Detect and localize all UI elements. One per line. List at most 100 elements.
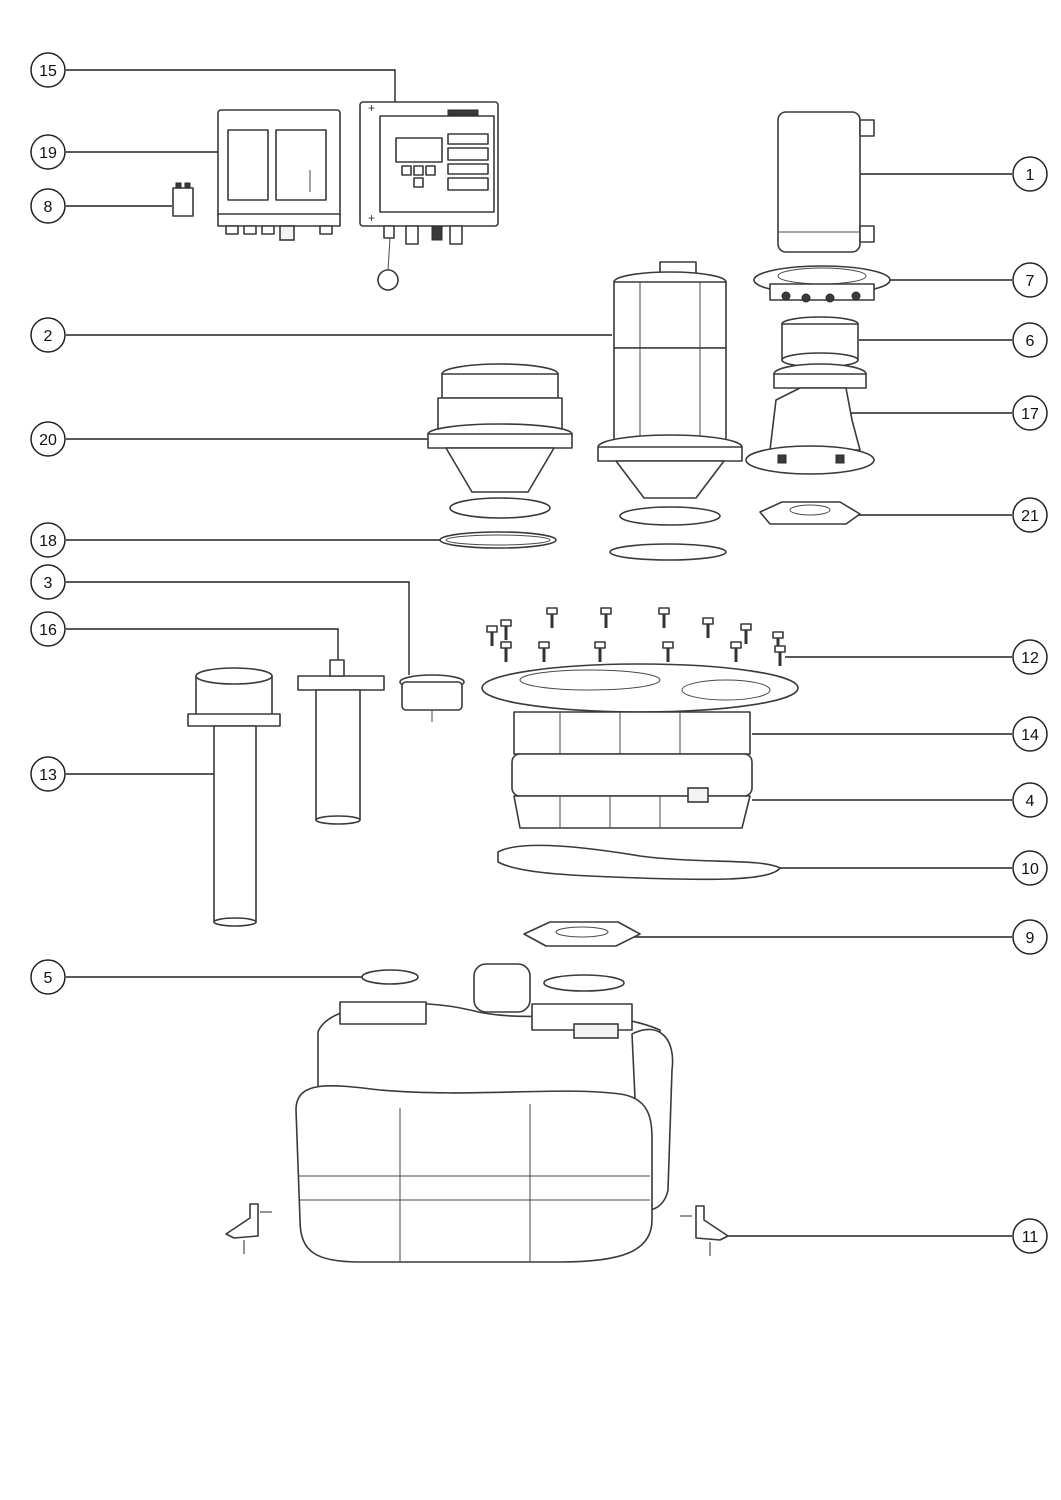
callout-label: 13	[39, 767, 57, 784]
callout-circle	[1012, 919, 1048, 955]
callout-label: 7	[1026, 273, 1035, 290]
callout-label: 8	[44, 199, 53, 216]
part-19-junction-box	[217, 109, 341, 241]
callout-label: 10	[1021, 861, 1039, 878]
callout-circle	[30, 522, 66, 558]
callout-circle	[1012, 782, 1048, 818]
callout-circle	[30, 188, 66, 224]
part-18-o-ring	[439, 531, 557, 549]
callout-label: 4	[1026, 793, 1035, 810]
callout-circle	[30, 564, 66, 600]
callout-2: 2	[30, 317, 66, 353]
collection-tank	[295, 963, 674, 1263]
leader-16	[66, 628, 339, 660]
screw	[774, 645, 786, 666]
callout-circle	[1012, 850, 1048, 886]
callout-10: 10	[1012, 850, 1048, 886]
callout-6: 6	[1012, 322, 1048, 358]
callout-label: 14	[1021, 727, 1039, 744]
svg-text:+: +	[368, 101, 375, 115]
callout-circle	[30, 317, 66, 353]
callout-circle	[1012, 639, 1048, 675]
callout-14: 14	[1012, 716, 1048, 752]
part-16-short-pipe	[297, 659, 385, 825]
callout-label: 21	[1021, 508, 1039, 525]
callout-label: 15	[39, 63, 57, 80]
callout-circle	[1012, 497, 1048, 533]
callout-circle	[30, 756, 66, 792]
callout-label: 9	[1026, 930, 1035, 947]
part-11-brackets	[225, 1203, 729, 1256]
callout-21: 21	[1012, 497, 1048, 533]
screw	[658, 607, 670, 628]
callout-circle	[30, 959, 66, 995]
part-21-small-flange	[759, 501, 861, 525]
callout-label: 19	[39, 145, 57, 162]
part-15-control-unit: + +	[359, 101, 499, 291]
callout-18: 18	[30, 522, 66, 558]
callout-circle	[30, 52, 66, 88]
callout-label: 2	[44, 328, 53, 345]
leader-17	[850, 412, 1012, 425]
part-6-coupling	[781, 316, 859, 368]
callout-label: 16	[39, 622, 57, 639]
screw	[594, 641, 606, 662]
part-4-pump-body	[511, 753, 753, 829]
callout-16: 16	[30, 611, 66, 647]
callout-circle	[1012, 716, 1048, 752]
callout-7: 7	[1012, 262, 1048, 298]
callout-15: 15	[30, 52, 66, 88]
screw	[546, 607, 558, 628]
callout-circle	[1012, 322, 1048, 358]
part-20-small-pump	[427, 363, 573, 519]
callout-20: 20	[30, 421, 66, 457]
part-8-battery	[172, 182, 194, 217]
leader-15	[66, 69, 396, 104]
part-9-plate	[523, 921, 641, 947]
callout-label: 18	[39, 533, 57, 550]
callout-3: 3	[30, 564, 66, 600]
callout-8: 8	[30, 188, 66, 224]
part-14-upper-housing	[481, 663, 799, 755]
callout-label: 6	[1026, 333, 1035, 350]
screw	[730, 641, 742, 662]
callout-circle	[30, 134, 66, 170]
callout-9: 9	[1012, 919, 1048, 955]
callout-17: 17	[1012, 395, 1048, 431]
callout-circle	[30, 611, 66, 647]
callout-circle	[1012, 262, 1048, 298]
screw	[500, 619, 512, 640]
callout-5: 5	[30, 959, 66, 995]
callout-circle	[1012, 395, 1048, 431]
callout-label: 1	[1026, 167, 1035, 184]
part-17-check-valve	[745, 363, 875, 475]
callout-label: 20	[39, 432, 57, 449]
callout-label: 12	[1021, 650, 1039, 667]
part-3-cap	[399, 674, 465, 722]
callout-circle	[30, 421, 66, 457]
part-13-vent-pipe	[187, 667, 281, 927]
part-7-flange	[753, 265, 891, 303]
part-2-large-pump	[597, 261, 743, 561]
callout-19: 19	[30, 134, 66, 170]
screw	[740, 623, 752, 644]
callout-4: 4	[1012, 782, 1048, 818]
screw	[702, 617, 714, 638]
callout-11: 11	[1012, 1218, 1048, 1254]
callout-label: 5	[44, 970, 53, 987]
part-5-seal-rings	[361, 969, 625, 992]
svg-text:+: +	[368, 211, 375, 225]
part-12-screws	[486, 607, 786, 666]
callout-label: 3	[44, 575, 53, 592]
leader-3	[66, 581, 410, 675]
screw	[600, 607, 612, 628]
callout-12: 12	[1012, 639, 1048, 675]
screw	[538, 641, 550, 662]
callout-circle	[1012, 1218, 1048, 1254]
screw	[500, 641, 512, 662]
callout-1: 1	[1012, 156, 1048, 192]
leader-lines	[66, 69, 1012, 1237]
